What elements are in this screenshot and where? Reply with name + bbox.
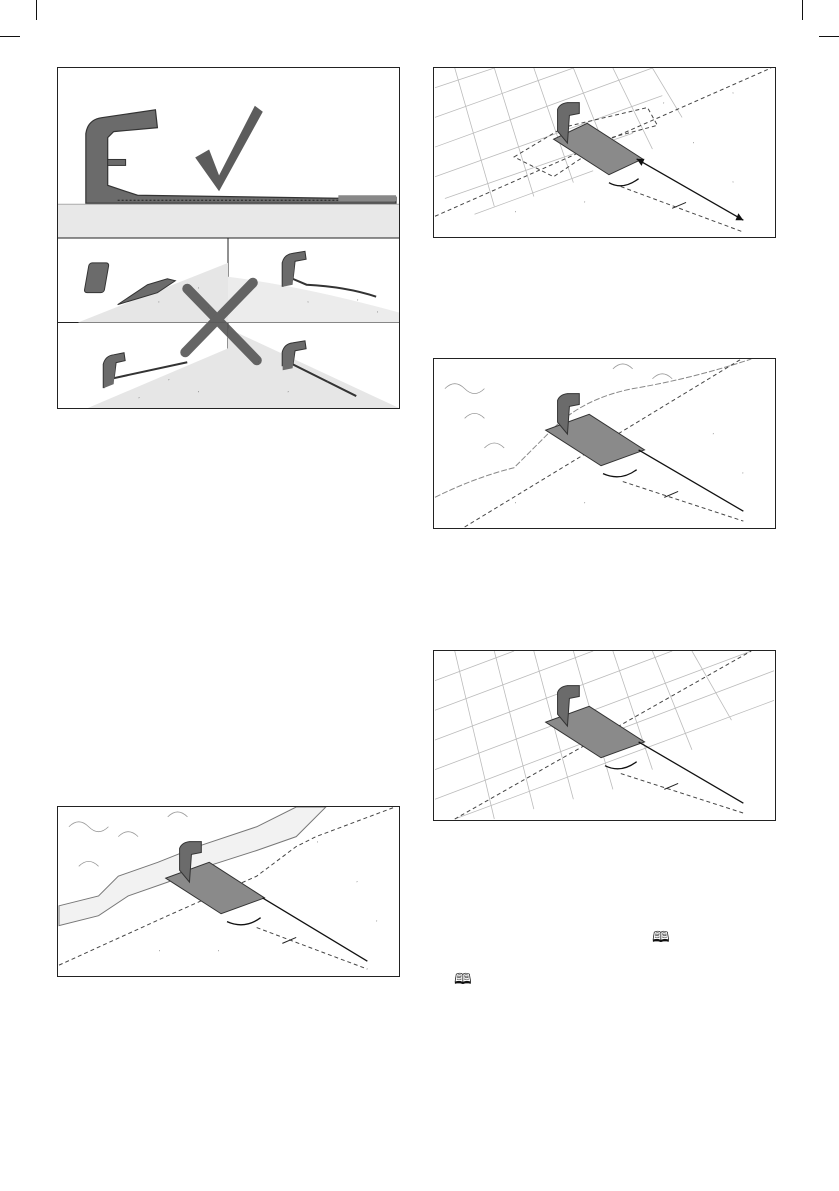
svg-text:᾽: ᾽ [583,201,586,208]
svg-text:᾽: ᾽ [158,950,161,957]
svg-text:᾽: ᾽ [682,394,685,401]
crop-mark-top-right [819,36,839,37]
svg-text:᾽: ᾽ [287,391,290,398]
book-icon-2: 🕮 [454,972,472,987]
check-icon [195,106,263,191]
figure-dock-on-paved-path [433,650,776,821]
svg-text:᾽: ᾽ [514,211,517,218]
figure-dock-next-to-paving: ᾽ ᾽ ᾽ ᾽ ᾽ ᾽ [433,67,776,238]
figure-dock-placement-level: ᾽᾽᾽ ᾽᾽᾽ ᾽᾽᾽ ᾽᾽᾽ [57,67,400,409]
svg-text:᾽: ᾽ [376,312,379,319]
svg-text:᾽: ᾽ [355,881,358,888]
svg-text:᾽: ᾽ [217,950,220,957]
svg-text:᾽: ᾽ [197,391,200,398]
dock-side-view-correct [86,110,396,203]
dock-placement-illustration: ᾽᾽᾽ ᾽᾽᾽ ᾽᾽᾽ ᾽᾽᾽ [58,68,399,408]
svg-text:᾽: ᾽ [167,379,170,386]
svg-text:᾽: ᾽ [138,397,141,404]
svg-text:᾽: ᾽ [662,103,665,110]
svg-text:᾽: ᾽ [375,921,378,928]
svg-text:᾽: ᾽ [356,300,359,307]
hedge-illustration: ᾽ ᾽ ᾽ ᾽ ᾽ [434,359,775,528]
svg-text:᾽: ᾽ [326,381,329,388]
book-icon: 🕮 [652,930,670,945]
svg-text:᾽: ᾽ [307,302,310,309]
crop-mark-top-right-v [802,0,803,20]
svg-text:᾽: ᾽ [514,502,517,509]
crop-mark-top-left-v [36,0,37,20]
svg-text:᾽: ᾽ [157,302,160,309]
svg-text:᾽: ᾽ [731,93,734,100]
svg-text:᾽: ᾽ [316,842,319,849]
svg-text:᾽: ᾽ [731,182,734,189]
svg-text:᾽: ᾽ [692,142,695,149]
svg-text:᾽: ᾽ [712,433,715,440]
paving-illustration: ᾽ ᾽ ᾽ ᾽ ᾽ ᾽ [434,68,775,237]
curb-illustration: ᾽ ᾽ ᾽ ᾽ ᾽ [58,807,399,976]
paved-path-illustration [434,651,775,820]
svg-text:᾽: ᾽ [583,502,586,509]
figure-dock-next-to-curb: ᾽ ᾽ ᾽ ᾽ ᾽ [57,806,400,977]
svg-text:᾽: ᾽ [741,473,744,480]
crop-mark-top-left [0,36,20,37]
figure-dock-next-to-hedge: ᾽ ᾽ ᾽ ᾽ ᾽ [433,358,776,529]
